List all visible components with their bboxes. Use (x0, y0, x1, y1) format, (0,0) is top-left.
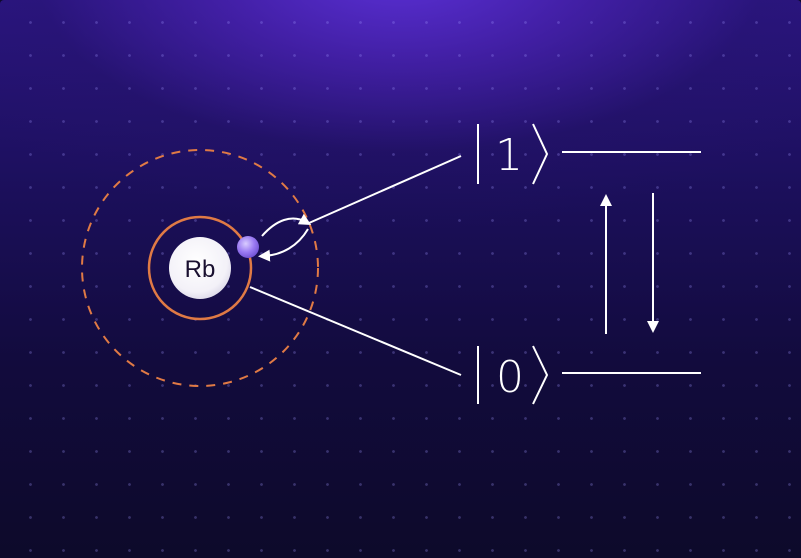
decay-arrow-down (258, 228, 309, 262)
connector-line-upper (308, 155, 462, 224)
electron (237, 236, 259, 258)
inner-orbit (147, 215, 253, 321)
rb-nucleus-label: Rb (185, 256, 216, 283)
excitation-arrow-up (261, 213, 312, 237)
rb-nucleus (169, 237, 231, 299)
ket-state-1: 1 (477, 123, 549, 185)
ket-state-0: 0 (477, 345, 549, 405)
ket-1-bracket (532, 123, 549, 185)
ket-0-label: 0 (496, 352, 524, 403)
outer-orbit-dashed (81, 149, 319, 387)
connector-line-lower (249, 286, 462, 376)
ket-1-label: 1 (495, 130, 523, 181)
ket-0-bracket (532, 345, 549, 405)
